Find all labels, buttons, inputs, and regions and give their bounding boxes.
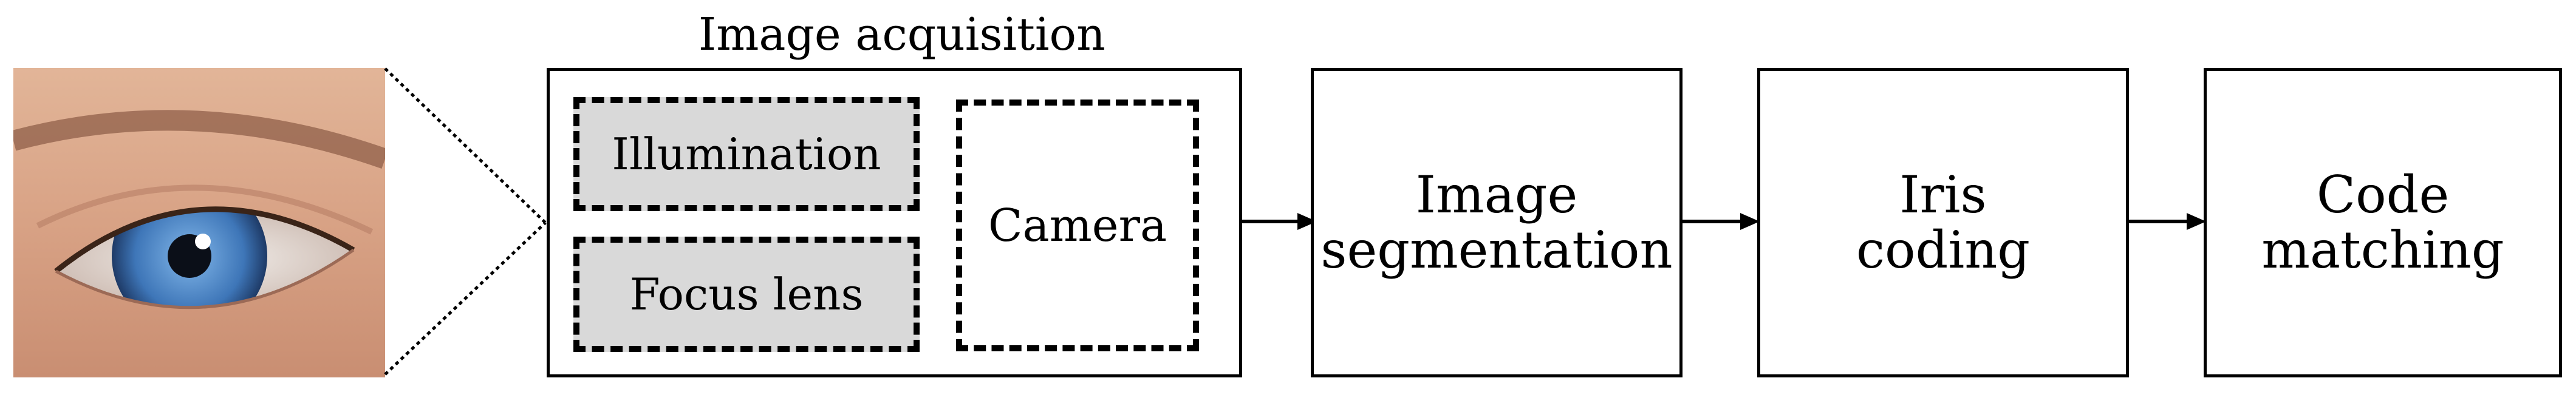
camera-box: Camera — [956, 100, 1199, 351]
iris-coding-line-1: Iris — [1899, 165, 1987, 225]
illumination-box: Illumination — [573, 97, 920, 211]
arrow-right-icon — [1679, 213, 1760, 230]
arrow-right-icon — [1239, 213, 1317, 230]
image-segmentation-line-2: segmentation — [1320, 220, 1673, 280]
image-segmentation-box: Image segmentation — [1311, 68, 1683, 377]
code-matching-box: Code matching — [2204, 68, 2562, 377]
code-matching-line-2: matching — [2261, 220, 2504, 280]
code-matching-line-1: Code — [2316, 165, 2450, 225]
eye-photo — [10, 68, 389, 377]
iris-coding-line-2: coding — [1856, 220, 2031, 280]
image-acquisition-title: Image acquisition — [699, 8, 1105, 61]
focus-lens-box: Focus lens — [573, 237, 920, 352]
arrow-right-icon — [2126, 213, 2206, 230]
image-segmentation-line-1: Image — [1415, 165, 1578, 225]
eye-icon — [10, 68, 389, 377]
iris-coding-box: Iris coding — [1757, 68, 2129, 377]
zoom-lines — [384, 67, 547, 376]
